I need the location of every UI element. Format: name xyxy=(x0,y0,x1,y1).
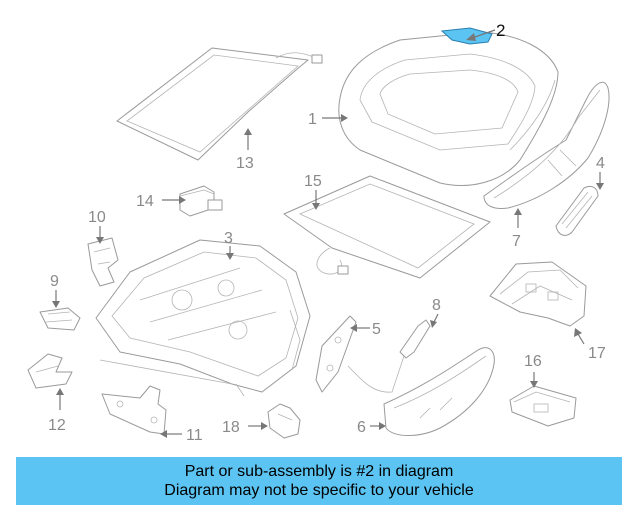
callout-3: 3 xyxy=(224,230,233,247)
callout-11: 11 xyxy=(186,427,203,444)
callout-labels: 1 2 3 4 5 6 7 8 9 10 11 12 13 14 15 16 1… xyxy=(48,21,606,444)
leader-lines xyxy=(52,29,604,438)
callout-16: 16 xyxy=(524,353,542,370)
callout-2: 2 xyxy=(496,21,505,40)
part-1-cushion-pad xyxy=(338,31,559,186)
part-2-highlighted xyxy=(440,27,493,45)
banner-line-disclaimer: Diagram may not be specific to your vehi… xyxy=(164,482,474,499)
callout-10: 10 xyxy=(88,209,106,226)
callout-5: 5 xyxy=(372,321,381,338)
callout-9: 9 xyxy=(50,273,59,290)
callout-6: 6 xyxy=(357,419,366,436)
part-9-cap xyxy=(39,307,81,331)
part-8-rod xyxy=(347,319,431,393)
parts-diagram: 1 2 3 4 5 6 7 8 9 10 11 12 13 14 15 16 1… xyxy=(27,21,610,444)
callout-7: 7 xyxy=(512,233,521,250)
part-4-switch xyxy=(555,185,599,236)
callout-8: 8 xyxy=(432,297,441,314)
part-18-bracket xyxy=(267,403,301,439)
callout-15: 15 xyxy=(304,173,322,190)
part-14-module xyxy=(179,185,223,217)
part-11-bracket xyxy=(101,385,167,435)
part-15-mat-sensor xyxy=(283,175,491,279)
part-6-side-cover xyxy=(383,347,495,436)
banner-line-part-number: Part or sub-assembly is #2 in diagram xyxy=(184,463,454,480)
callout-1: 1 xyxy=(308,111,317,128)
callout-12: 12 xyxy=(48,417,66,434)
part-13-heater-pad xyxy=(116,47,323,161)
callout-4: 4 xyxy=(596,155,605,172)
part-10-clip xyxy=(87,237,119,287)
part-5-bracket xyxy=(315,315,357,393)
callout-18: 18 xyxy=(222,419,240,436)
part-3-seat-frame xyxy=(95,239,311,397)
part-16-module xyxy=(509,385,577,427)
callout-17: 17 xyxy=(588,345,606,362)
part-7-side-shield xyxy=(483,81,610,209)
callout-14: 14 xyxy=(136,193,154,210)
part-12-bracket xyxy=(27,353,73,389)
part-17-motor-assembly xyxy=(489,261,587,327)
info-banner: Part or sub-assembly is #2 in diagram Di… xyxy=(16,457,622,505)
callout-13: 13 xyxy=(236,155,254,172)
